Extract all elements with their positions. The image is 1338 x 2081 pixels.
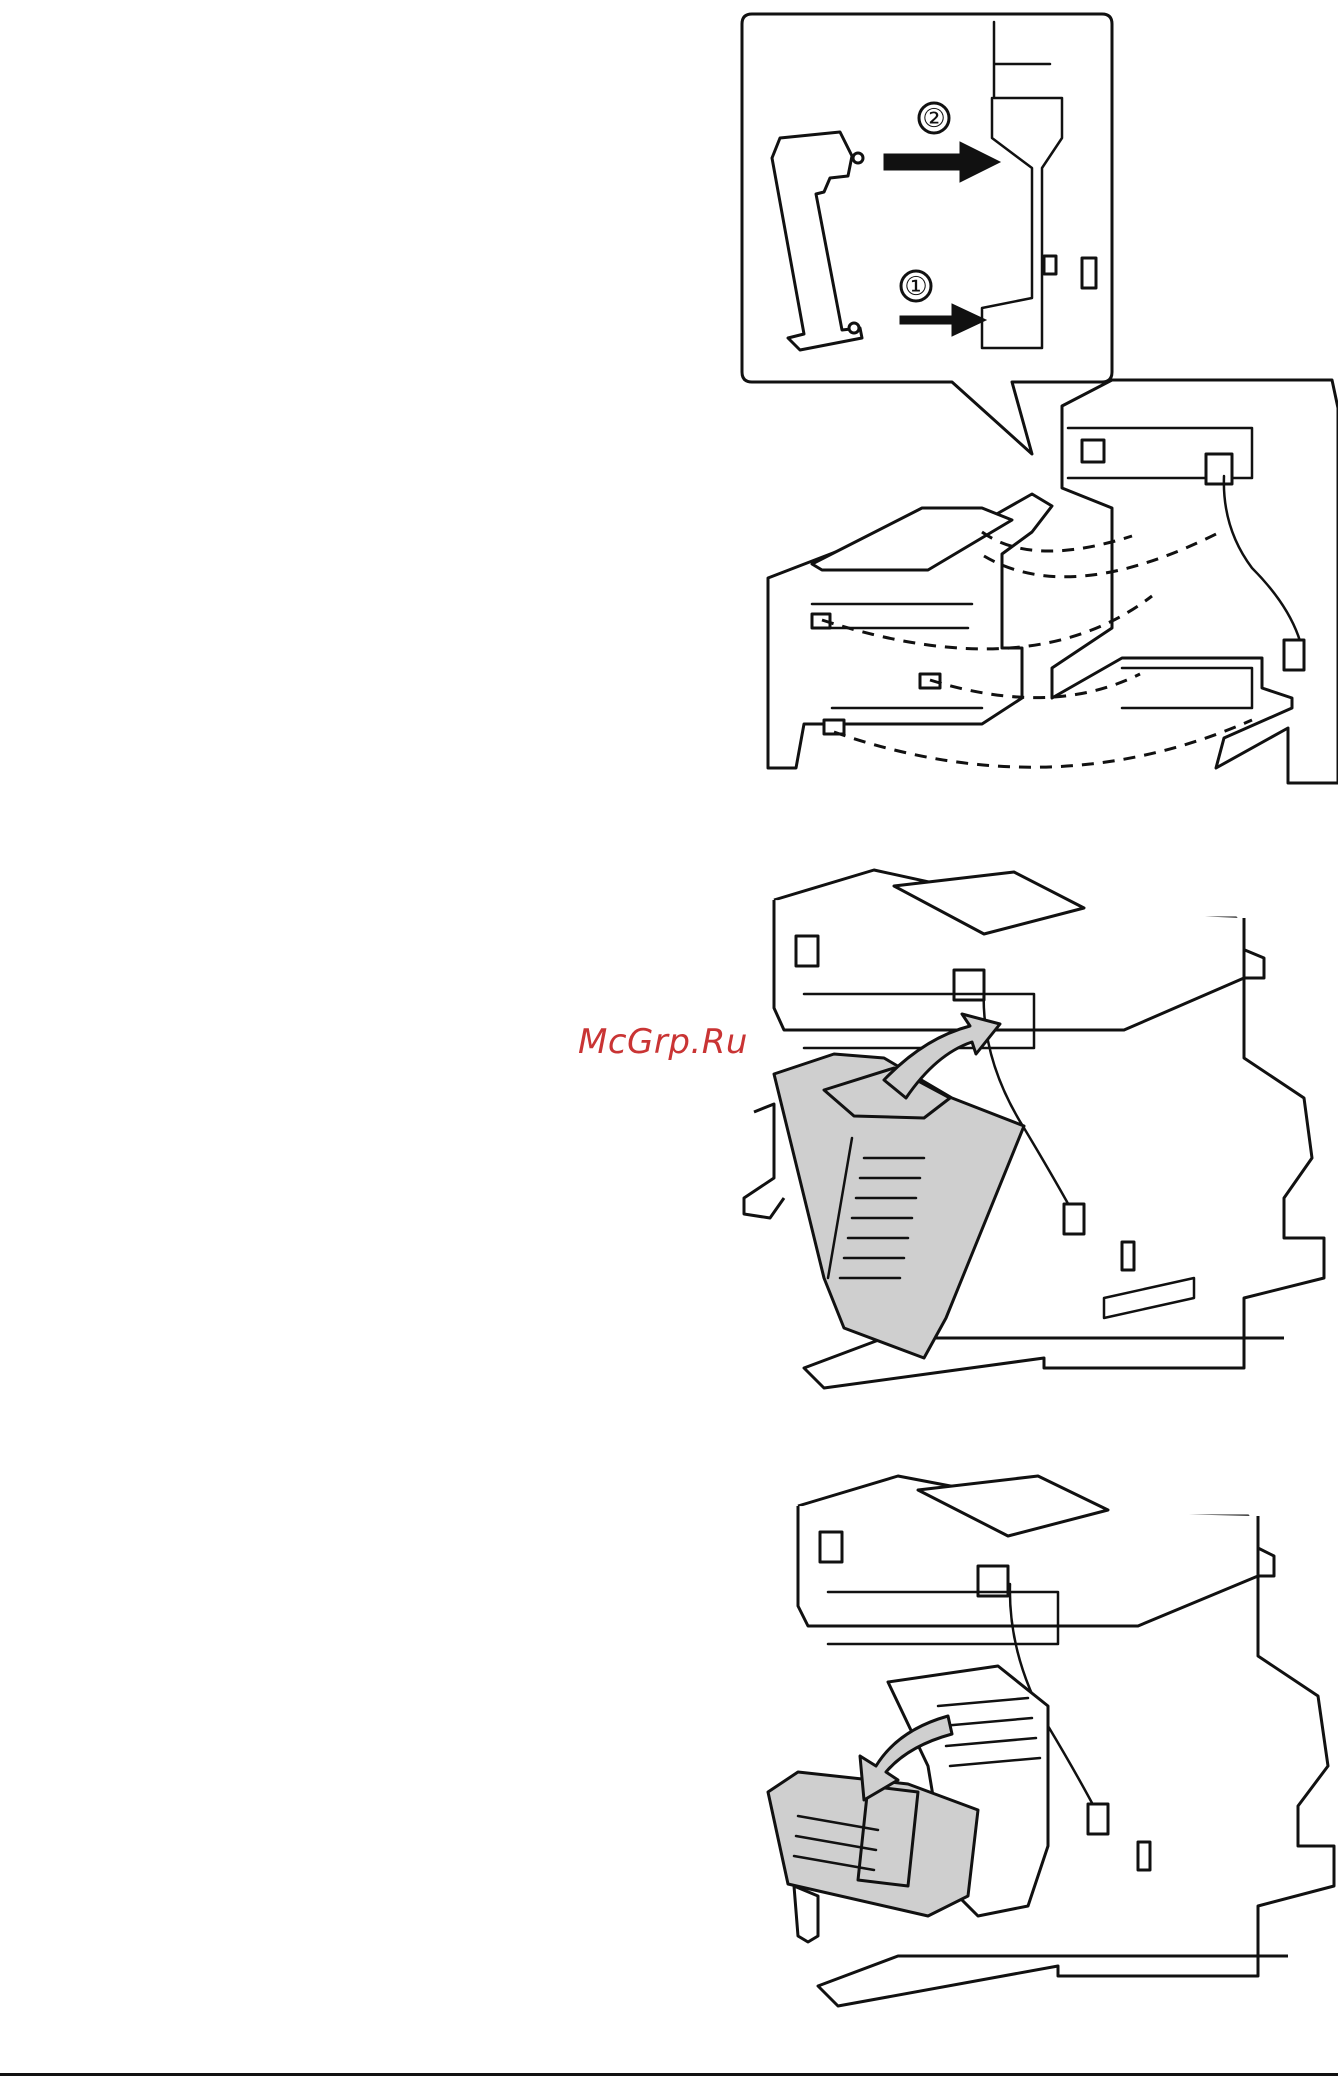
figure-close-duplex-cover (724, 858, 1338, 1396)
slot (1082, 258, 1096, 288)
figure-attach-duplex: ② ① (732, 8, 1338, 793)
watermark: McGrp.Ru (578, 1022, 748, 1062)
slot (1044, 256, 1056, 274)
step-2-label: ② (922, 104, 945, 134)
figure-open-duplex-cover (728, 1466, 1338, 2014)
bottom-rule (0, 2073, 1338, 2076)
step-1-label: ① (904, 272, 927, 302)
dashed-guide-line (834, 720, 1252, 767)
